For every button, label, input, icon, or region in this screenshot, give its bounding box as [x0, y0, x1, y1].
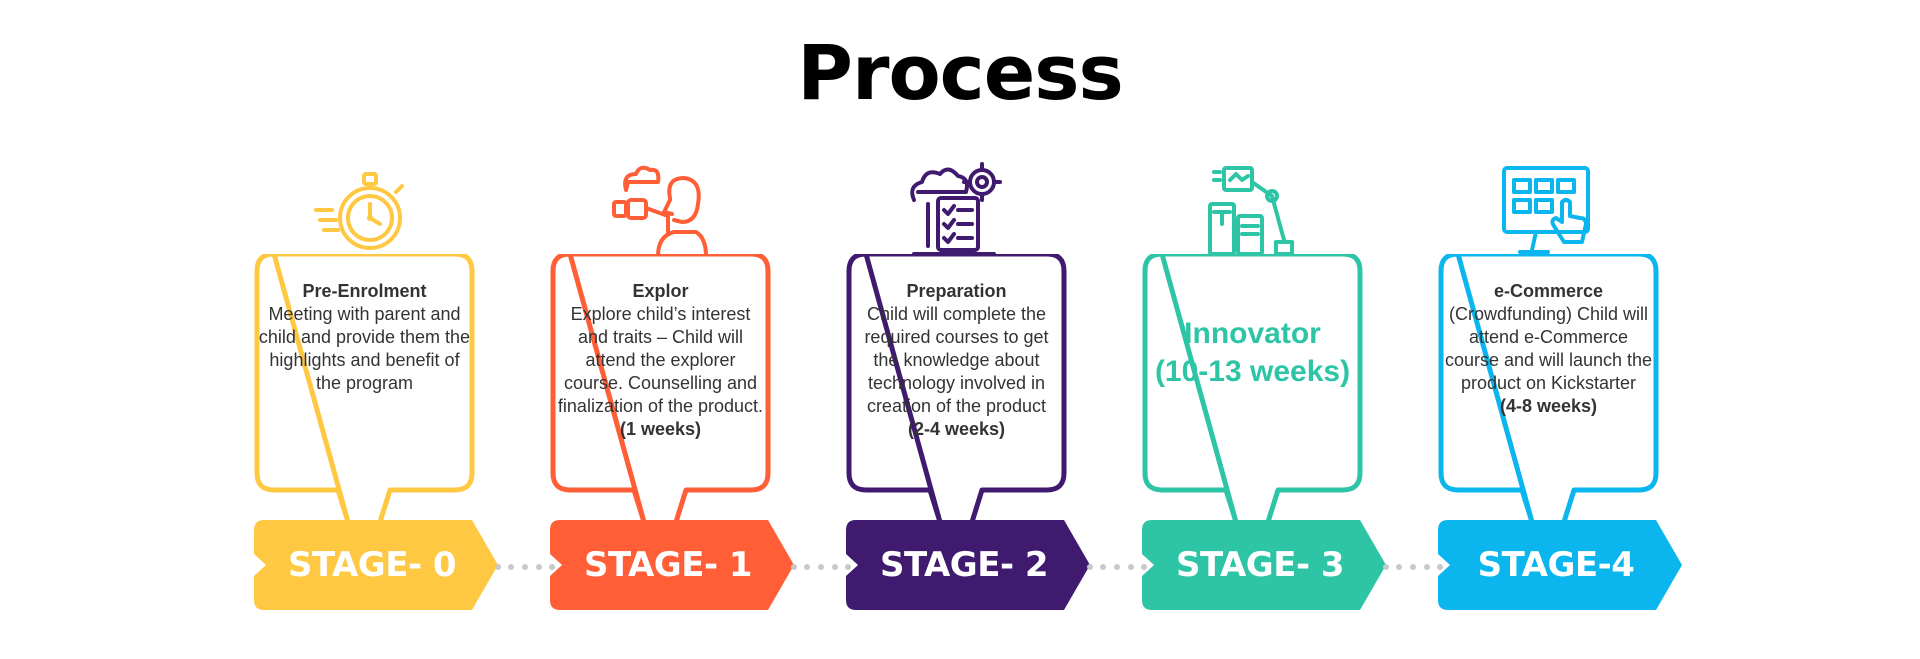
stage-4: e-Commerce (Crowdfunding) Child will att… — [1436, 160, 1686, 620]
stage-heading: e-Commerce — [1493, 281, 1604, 301]
stage-card — [846, 254, 1067, 525]
stage-label: STAGE-4 — [1477, 545, 1635, 585]
stage-label: STAGE- 2 — [879, 545, 1049, 585]
robot-arm-design-icon — [1208, 166, 1294, 256]
stage-card — [1438, 254, 1659, 525]
stage-0: Pre-Enrolment Meeting with parent and ch… — [252, 160, 502, 620]
stage-label: STAGE- 1 — [583, 545, 753, 585]
stage-arrow — [1142, 520, 1386, 610]
stage-heading: Innovator — [1184, 317, 1321, 350]
stage-description: Explor Explore child’s interest and trai… — [554, 280, 767, 441]
stage-card — [254, 254, 475, 525]
stage-card — [550, 254, 771, 525]
stage-description: Innovator (10-13 weeks) — [1146, 315, 1359, 391]
checklist-gear-icon — [910, 162, 1002, 256]
stage-heading: Explor — [632, 281, 689, 301]
stage-duration: (10-13 weeks) — [1154, 355, 1351, 388]
connector-dots — [495, 564, 555, 570]
stage-card — [1142, 254, 1363, 525]
stage-label: STAGE- 3 — [1175, 545, 1345, 585]
connector-dots — [1087, 564, 1147, 570]
stage-duration: (4-8 weeks) — [1499, 396, 1598, 416]
stage-arrow — [254, 520, 498, 610]
stage-body: Meeting with parent and child and provid… — [258, 304, 471, 393]
stage-description: e-Commerce (Crowdfunding) Child will att… — [1442, 280, 1655, 418]
stage-2: Preparation Child will complete the requ… — [844, 160, 1094, 620]
stage-label: STAGE- 0 — [287, 545, 457, 585]
stopwatch-icon — [314, 172, 404, 250]
stage-duration: (2-4 weeks) — [907, 419, 1006, 439]
stage-heading: Pre-Enrolment — [302, 281, 427, 301]
connector-dots — [791, 564, 851, 570]
stage-arrow — [1438, 520, 1682, 610]
explorer-binoculars-icon — [612, 165, 708, 258]
stage-body: (Crowdfunding) Child will attend e-Comme… — [1444, 304, 1653, 393]
stage-arrow — [550, 520, 794, 610]
stage-body: Child will complete the required courses… — [864, 304, 1049, 416]
connector-dots — [1383, 564, 1443, 570]
page-title: Process — [797, 28, 1123, 117]
stage-arrow — [846, 520, 1090, 610]
stage-3: Innovator (10-13 weeks) STAGE- 3 — [1140, 160, 1390, 620]
stage-duration: (1 weeks) — [619, 419, 702, 439]
stage-description: Preparation Child will complete the requ… — [850, 280, 1063, 441]
stage-body: Explore child’s interest and traits – Ch… — [557, 304, 764, 416]
stage-heading: Preparation — [906, 281, 1007, 301]
touchscreen-hand-icon — [1502, 166, 1590, 254]
stage-1: Explor Explore child’s interest and trai… — [548, 160, 798, 620]
stage-description: Pre-Enrolment Meeting with parent and ch… — [258, 280, 471, 395]
